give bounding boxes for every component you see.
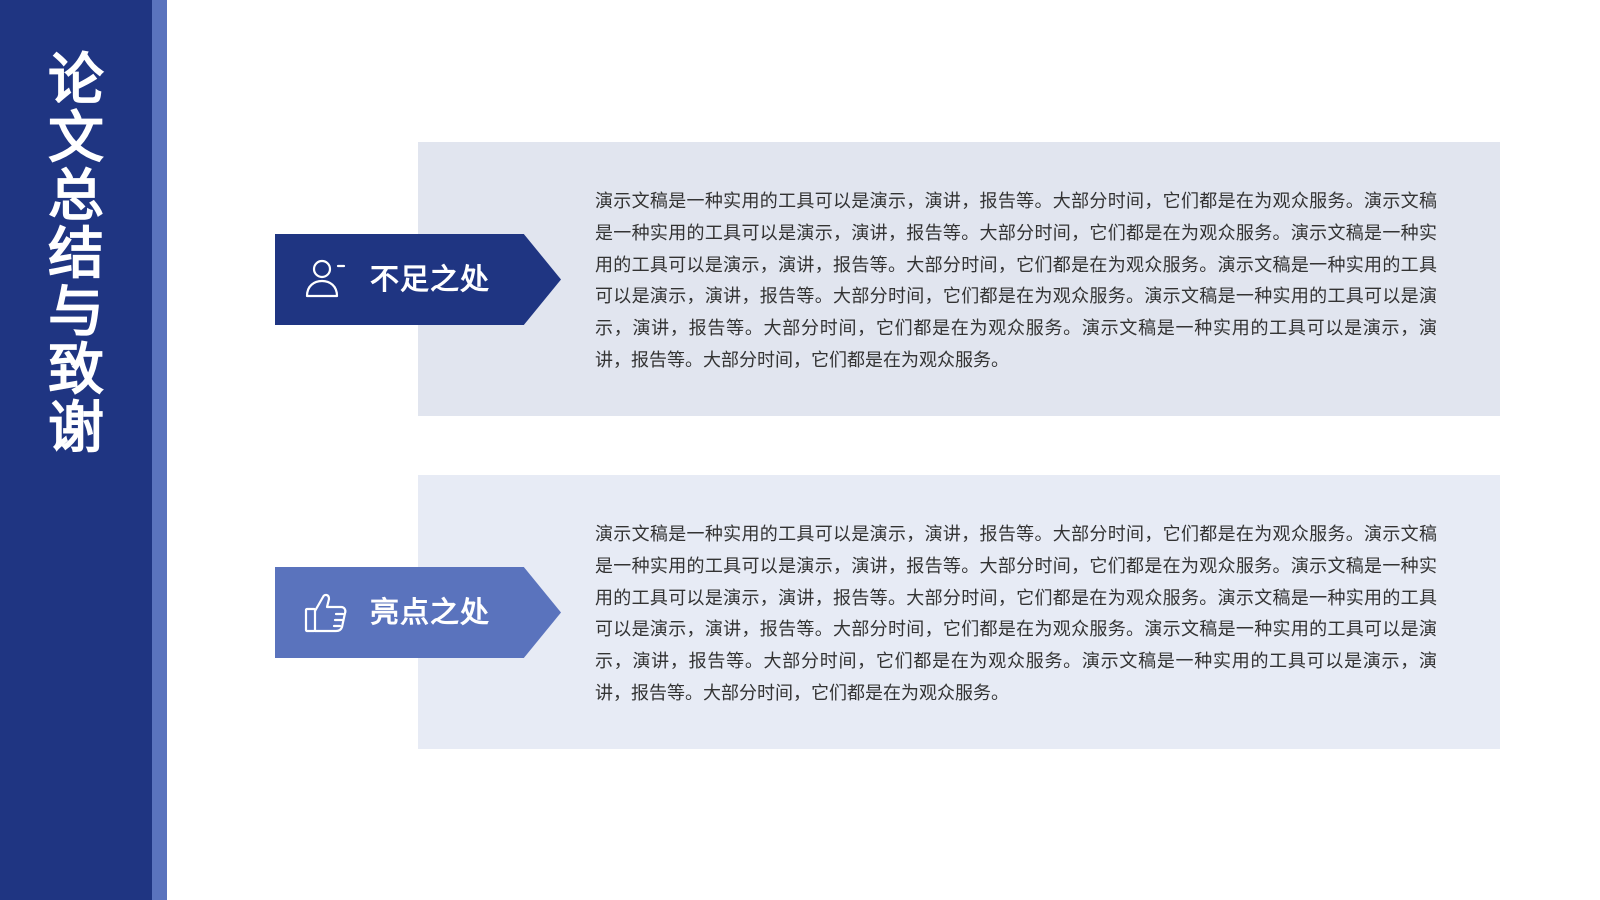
shortcomings-label-text: 不足之处 (370, 262, 491, 296)
highlights-card: 演示文稿是一种实用的工具可以是演示，演讲，报告等。大部分时间，它们都是在为观众服… (418, 475, 1500, 749)
sidebar-accent-stripe (152, 0, 167, 900)
highlights-body-text: 演示文稿是一种实用的工具可以是演示，演讲，报告等。大部分时间，它们都是在为观众服… (595, 524, 1437, 704)
highlights-label: 亮点之处 (275, 567, 561, 658)
highlights-label-text: 亮点之处 (370, 595, 491, 629)
shortcomings-label: 不足之处 (275, 234, 561, 325)
shortcomings-body-text: 演示文稿是一种实用的工具可以是演示，演讲，报告等。大部分时间，它们都是在为观众服… (595, 191, 1437, 371)
thumbs-up-icon (304, 593, 347, 633)
page-title: 论文总结与致谢 (48, 48, 104, 461)
sidebar (0, 0, 152, 900)
shortcomings-card: 演示文稿是一种实用的工具可以是演示，演讲，报告等。大部分时间，它们都是在为观众服… (418, 142, 1500, 416)
user-minus-icon (305, 259, 346, 298)
